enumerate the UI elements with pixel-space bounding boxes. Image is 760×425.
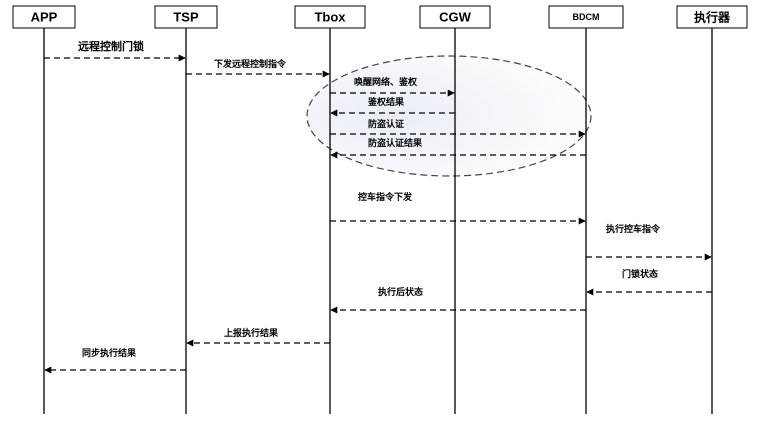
participant-label-cgw: CGW (439, 10, 472, 25)
participant-label-tbox: Tbox (314, 10, 346, 25)
participant-box-app (12, 5, 76, 29)
message-label: 鉴权结果 (367, 96, 405, 107)
message-label: 执行后状态 (378, 286, 423, 297)
participant-label-bdcm: BDCM (573, 12, 600, 22)
message-label: 防盗认证 (368, 118, 404, 129)
message-label: 控车指令下发 (358, 191, 413, 202)
participant-box-actuator (676, 5, 748, 29)
message-label: 下发远程控制指令 (214, 58, 287, 69)
message-label: 同步执行结果 (82, 347, 137, 358)
participant-box-cgw (419, 5, 491, 29)
participant-label-actuator: 执行器 (694, 9, 731, 24)
message-label: 防盗认证结果 (368, 137, 423, 148)
message-label: 门锁状态 (622, 268, 658, 279)
participant-box-tbox (294, 5, 366, 29)
participant-label-tsp: TSP (173, 10, 199, 25)
auth-group-ellipse (306, 55, 592, 177)
message-label: 远程控制门锁 (78, 39, 144, 53)
participant-label-app: APP (31, 10, 58, 25)
message-label: 唤醒网络、鉴权 (354, 76, 418, 87)
message-label: 执行控车指令 (606, 223, 661, 234)
participant-box-bdcm (548, 5, 624, 29)
message-label: 上报执行结果 (224, 327, 279, 338)
participant-box-tsp (154, 5, 218, 29)
